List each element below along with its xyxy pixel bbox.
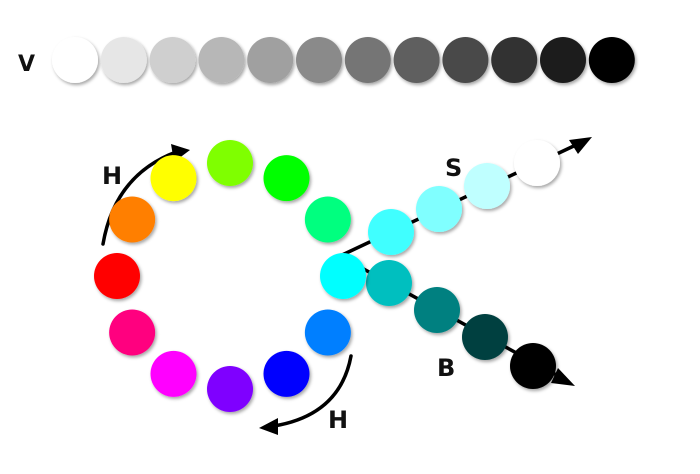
value-swatch	[198, 37, 245, 83]
value-swatch	[540, 37, 586, 83]
value-label: V	[18, 52, 35, 77]
brightness-swatch	[462, 314, 508, 360]
brightness-label: B	[437, 354, 455, 382]
hue-swatch	[94, 253, 140, 299]
saturation-scale	[368, 140, 560, 255]
hue-swatch	[304, 196, 351, 243]
hue-swatch	[150, 350, 197, 397]
hue-swatch	[263, 350, 310, 397]
saturation-arrow-icon	[569, 137, 592, 154]
saturation-swatch	[368, 209, 414, 255]
value-swatch	[442, 37, 489, 83]
hue-swatch	[109, 196, 156, 243]
saturation-swatch	[416, 186, 462, 232]
saturation-swatch	[464, 163, 510, 209]
brightness-swatch	[510, 343, 556, 389]
value-swatch	[588, 37, 635, 83]
value-scale	[52, 37, 635, 83]
hue-label-top: H	[102, 162, 122, 190]
hue-swatch	[304, 309, 351, 356]
brightness-swatch	[414, 287, 460, 333]
hue-label-bottom: H	[328, 406, 348, 434]
value-swatch	[393, 37, 440, 83]
hue-swatch	[207, 140, 253, 186]
value-swatch	[296, 37, 342, 83]
hue-swatch	[150, 155, 197, 202]
hue-bottom-arrow-icon	[259, 418, 278, 435]
brightness-scale	[366, 260, 556, 389]
hue-swatch	[263, 155, 310, 202]
value-swatch	[52, 37, 98, 83]
hue-swatch	[109, 309, 156, 356]
value-swatch	[344, 37, 391, 83]
brightness-swatch	[366, 260, 412, 306]
value-swatch	[149, 37, 196, 83]
hue-swatch	[320, 253, 366, 299]
saturation-swatch	[514, 140, 560, 186]
saturation-label: S	[445, 154, 462, 182]
value-swatch	[491, 37, 538, 83]
hue-swatch	[207, 366, 253, 412]
brightness-arrow-icon	[551, 368, 575, 386]
value-swatch	[247, 37, 294, 83]
hue-arrow-bottom	[272, 354, 353, 428]
value-swatch	[100, 37, 147, 83]
hue-wheel	[94, 140, 366, 412]
